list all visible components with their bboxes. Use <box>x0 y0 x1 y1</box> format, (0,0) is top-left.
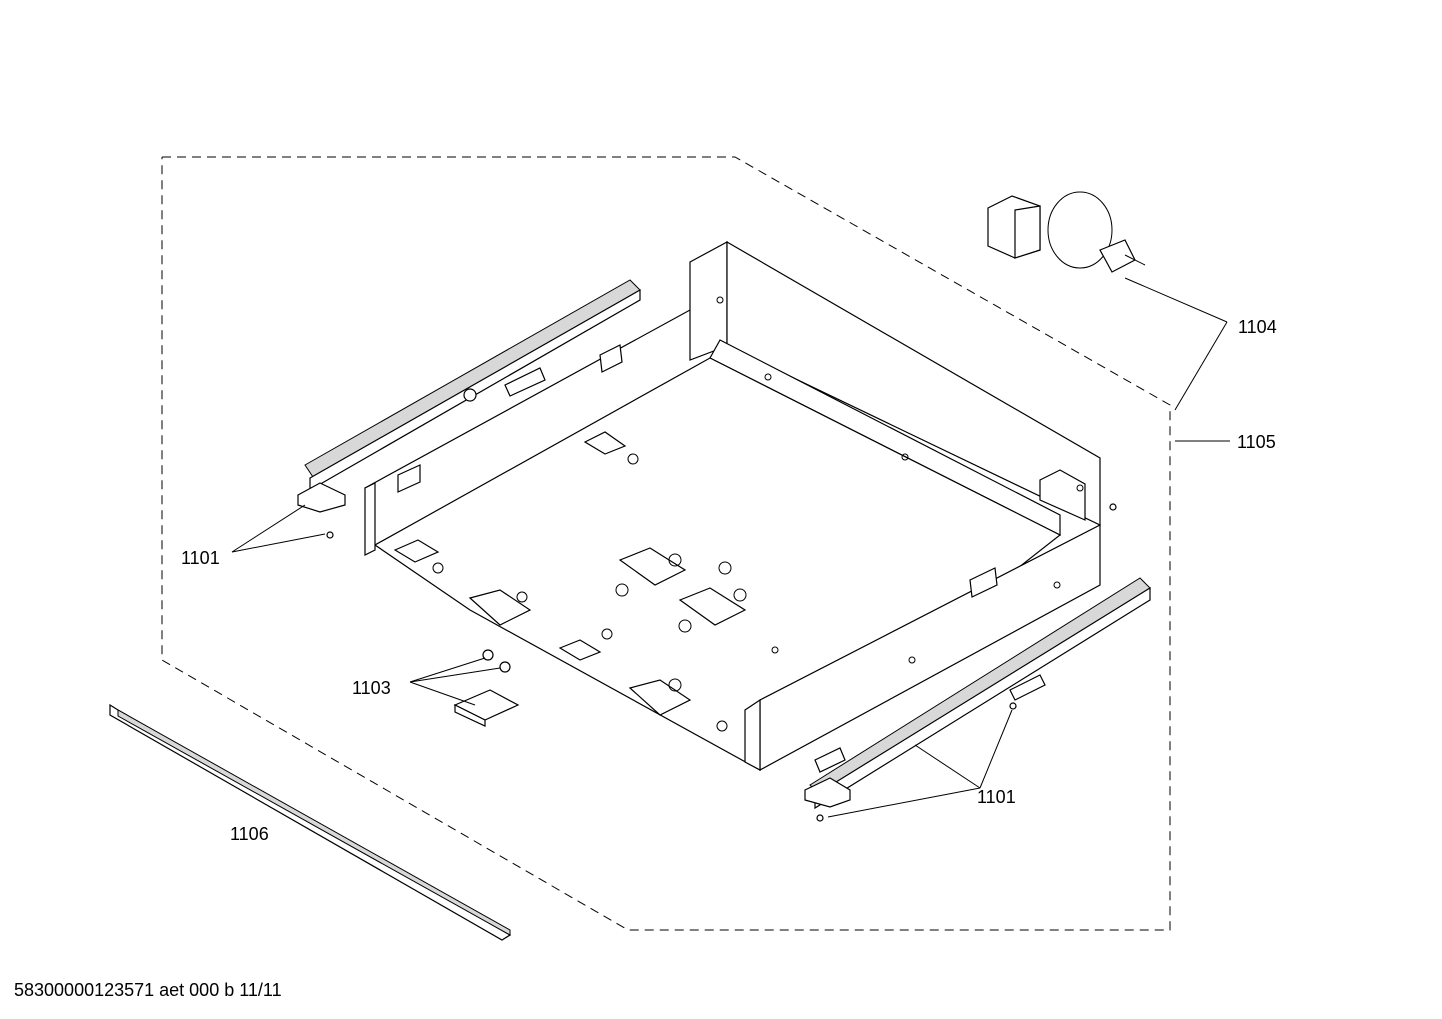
screws <box>326 503 1117 822</box>
right-slide-rail <box>804 567 1151 810</box>
drawer-body <box>364 240 1101 772</box>
callout-1101-right: 1101 <box>977 787 1016 807</box>
front-trim-strip <box>109 703 512 941</box>
power-cable <box>987 191 1146 273</box>
callout-1106: 1106 <box>230 824 269 844</box>
mounting-bracket <box>453 649 520 727</box>
callout-1103: 1103 <box>352 678 391 698</box>
assembly-boundary <box>161 156 1171 931</box>
left-slide-rail <box>297 279 641 513</box>
callout-1105: 1105 <box>1237 432 1276 452</box>
leader-lines <box>231 277 1230 818</box>
callout-1104: 1104 <box>1238 317 1277 337</box>
callout-1101-left: 1101 <box>181 548 220 568</box>
document-code: 58300000123571 aet 000 b 11/11 <box>14 980 282 1000</box>
